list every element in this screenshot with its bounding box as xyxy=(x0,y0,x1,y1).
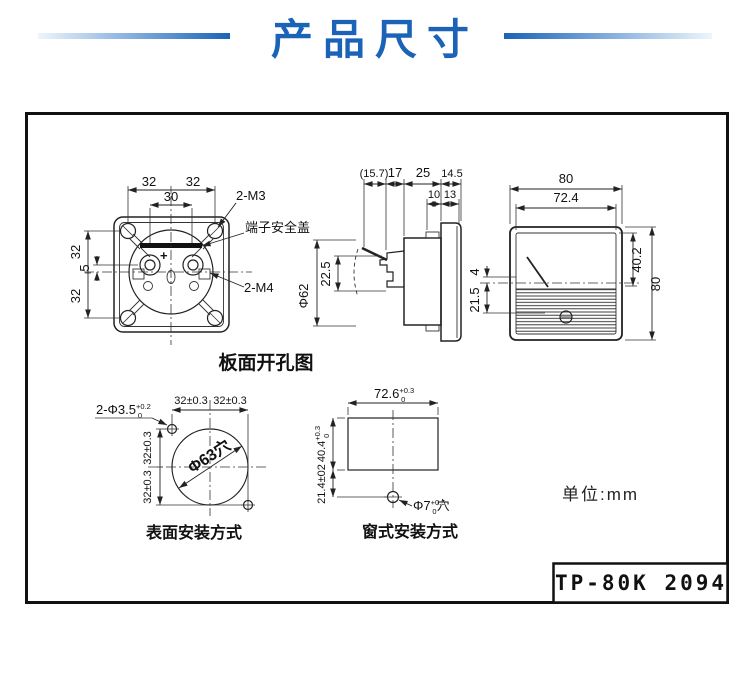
label-2-m3: 2-M3 xyxy=(236,188,266,203)
dim-front-80-top: 80 xyxy=(559,171,573,186)
dim-side-10: 10 xyxy=(428,189,440,201)
model-code-box xyxy=(552,562,729,604)
dim-front-72-4: 72.4 xyxy=(553,190,578,205)
dim-side-25: 25 xyxy=(416,165,430,180)
dim-side-dia62: Φ62 xyxy=(296,284,311,309)
polarity-plus-mark: + xyxy=(160,248,168,263)
surface-mount-caption: 表面安装方式 xyxy=(145,523,242,542)
dim-rear-top-right: 32 xyxy=(186,174,200,189)
meter-needle xyxy=(526,256,549,288)
label-terminal-cover: 端子安全盖 xyxy=(245,220,310,235)
dim-front-21-5: 21.5 xyxy=(467,287,482,312)
terminal-screws xyxy=(139,254,204,276)
dim-front-80-right: 80 xyxy=(648,277,663,291)
window-mount-linework xyxy=(347,410,439,508)
dim-front-40-2: 40.2 xyxy=(629,247,644,272)
dim-sm-top-left: 32±0.3 xyxy=(174,395,208,407)
header-rule-left-icon xyxy=(38,33,230,39)
page-title: 产品尺寸 xyxy=(270,16,479,63)
side-view-linework xyxy=(353,222,462,342)
drawing-frame xyxy=(25,112,729,604)
dim-wm-height: 40.4+0.30 xyxy=(313,426,331,462)
label-2-m4: 2-M4 xyxy=(244,280,274,295)
dim-rear-left-bottom: 32 xyxy=(68,289,83,303)
header-rule-right-icon xyxy=(504,33,712,39)
cutout-section-caption: 板面开孔图 xyxy=(218,351,313,374)
dim-rear-left-top: 32 xyxy=(68,245,83,259)
window-mount-caption: 窗式安装方式 xyxy=(362,522,458,541)
dim-side-14-5: 14.5 xyxy=(441,168,462,180)
dim-side-22-5: 22.5 xyxy=(318,261,333,286)
dim-side-15-7: (15.7) xyxy=(360,168,389,180)
dim-rear-top-left: 32 xyxy=(142,174,156,189)
dim-sm-top-right: 32±0.3 xyxy=(213,395,247,407)
dim-sm-left-bottom: 32±0.3 xyxy=(142,470,154,504)
dim-wm-offset: 21.4±02 xyxy=(316,464,328,504)
side-view: (15.7) 17 25 14.5 10 13 Φ62 22.5 xyxy=(296,165,463,342)
dim-sm-left-top: 32±0.3 xyxy=(142,431,154,465)
dim-front-4: 4 xyxy=(467,268,482,275)
dim-side-13: 13 xyxy=(444,189,456,201)
dim-side-17: 17 xyxy=(388,165,402,180)
surface-mount-view: 32±0.3 32±0.3 32±0.3 32±0.3 Φ63穴 2-Φ3.5+… xyxy=(95,395,268,542)
dim-rear-left-small: 5 xyxy=(77,264,92,271)
front-view-linework xyxy=(480,226,640,341)
unit-note: 单位:mm xyxy=(562,485,639,504)
rear-view: + 32 32 30 32 32 xyxy=(68,174,310,345)
dim-rear-top-inner: 30 xyxy=(164,189,178,204)
front-view: 80 72.4 40.2 80 4 21.5 xyxy=(467,171,663,341)
model-code: TP-80K 2094 xyxy=(555,571,727,595)
